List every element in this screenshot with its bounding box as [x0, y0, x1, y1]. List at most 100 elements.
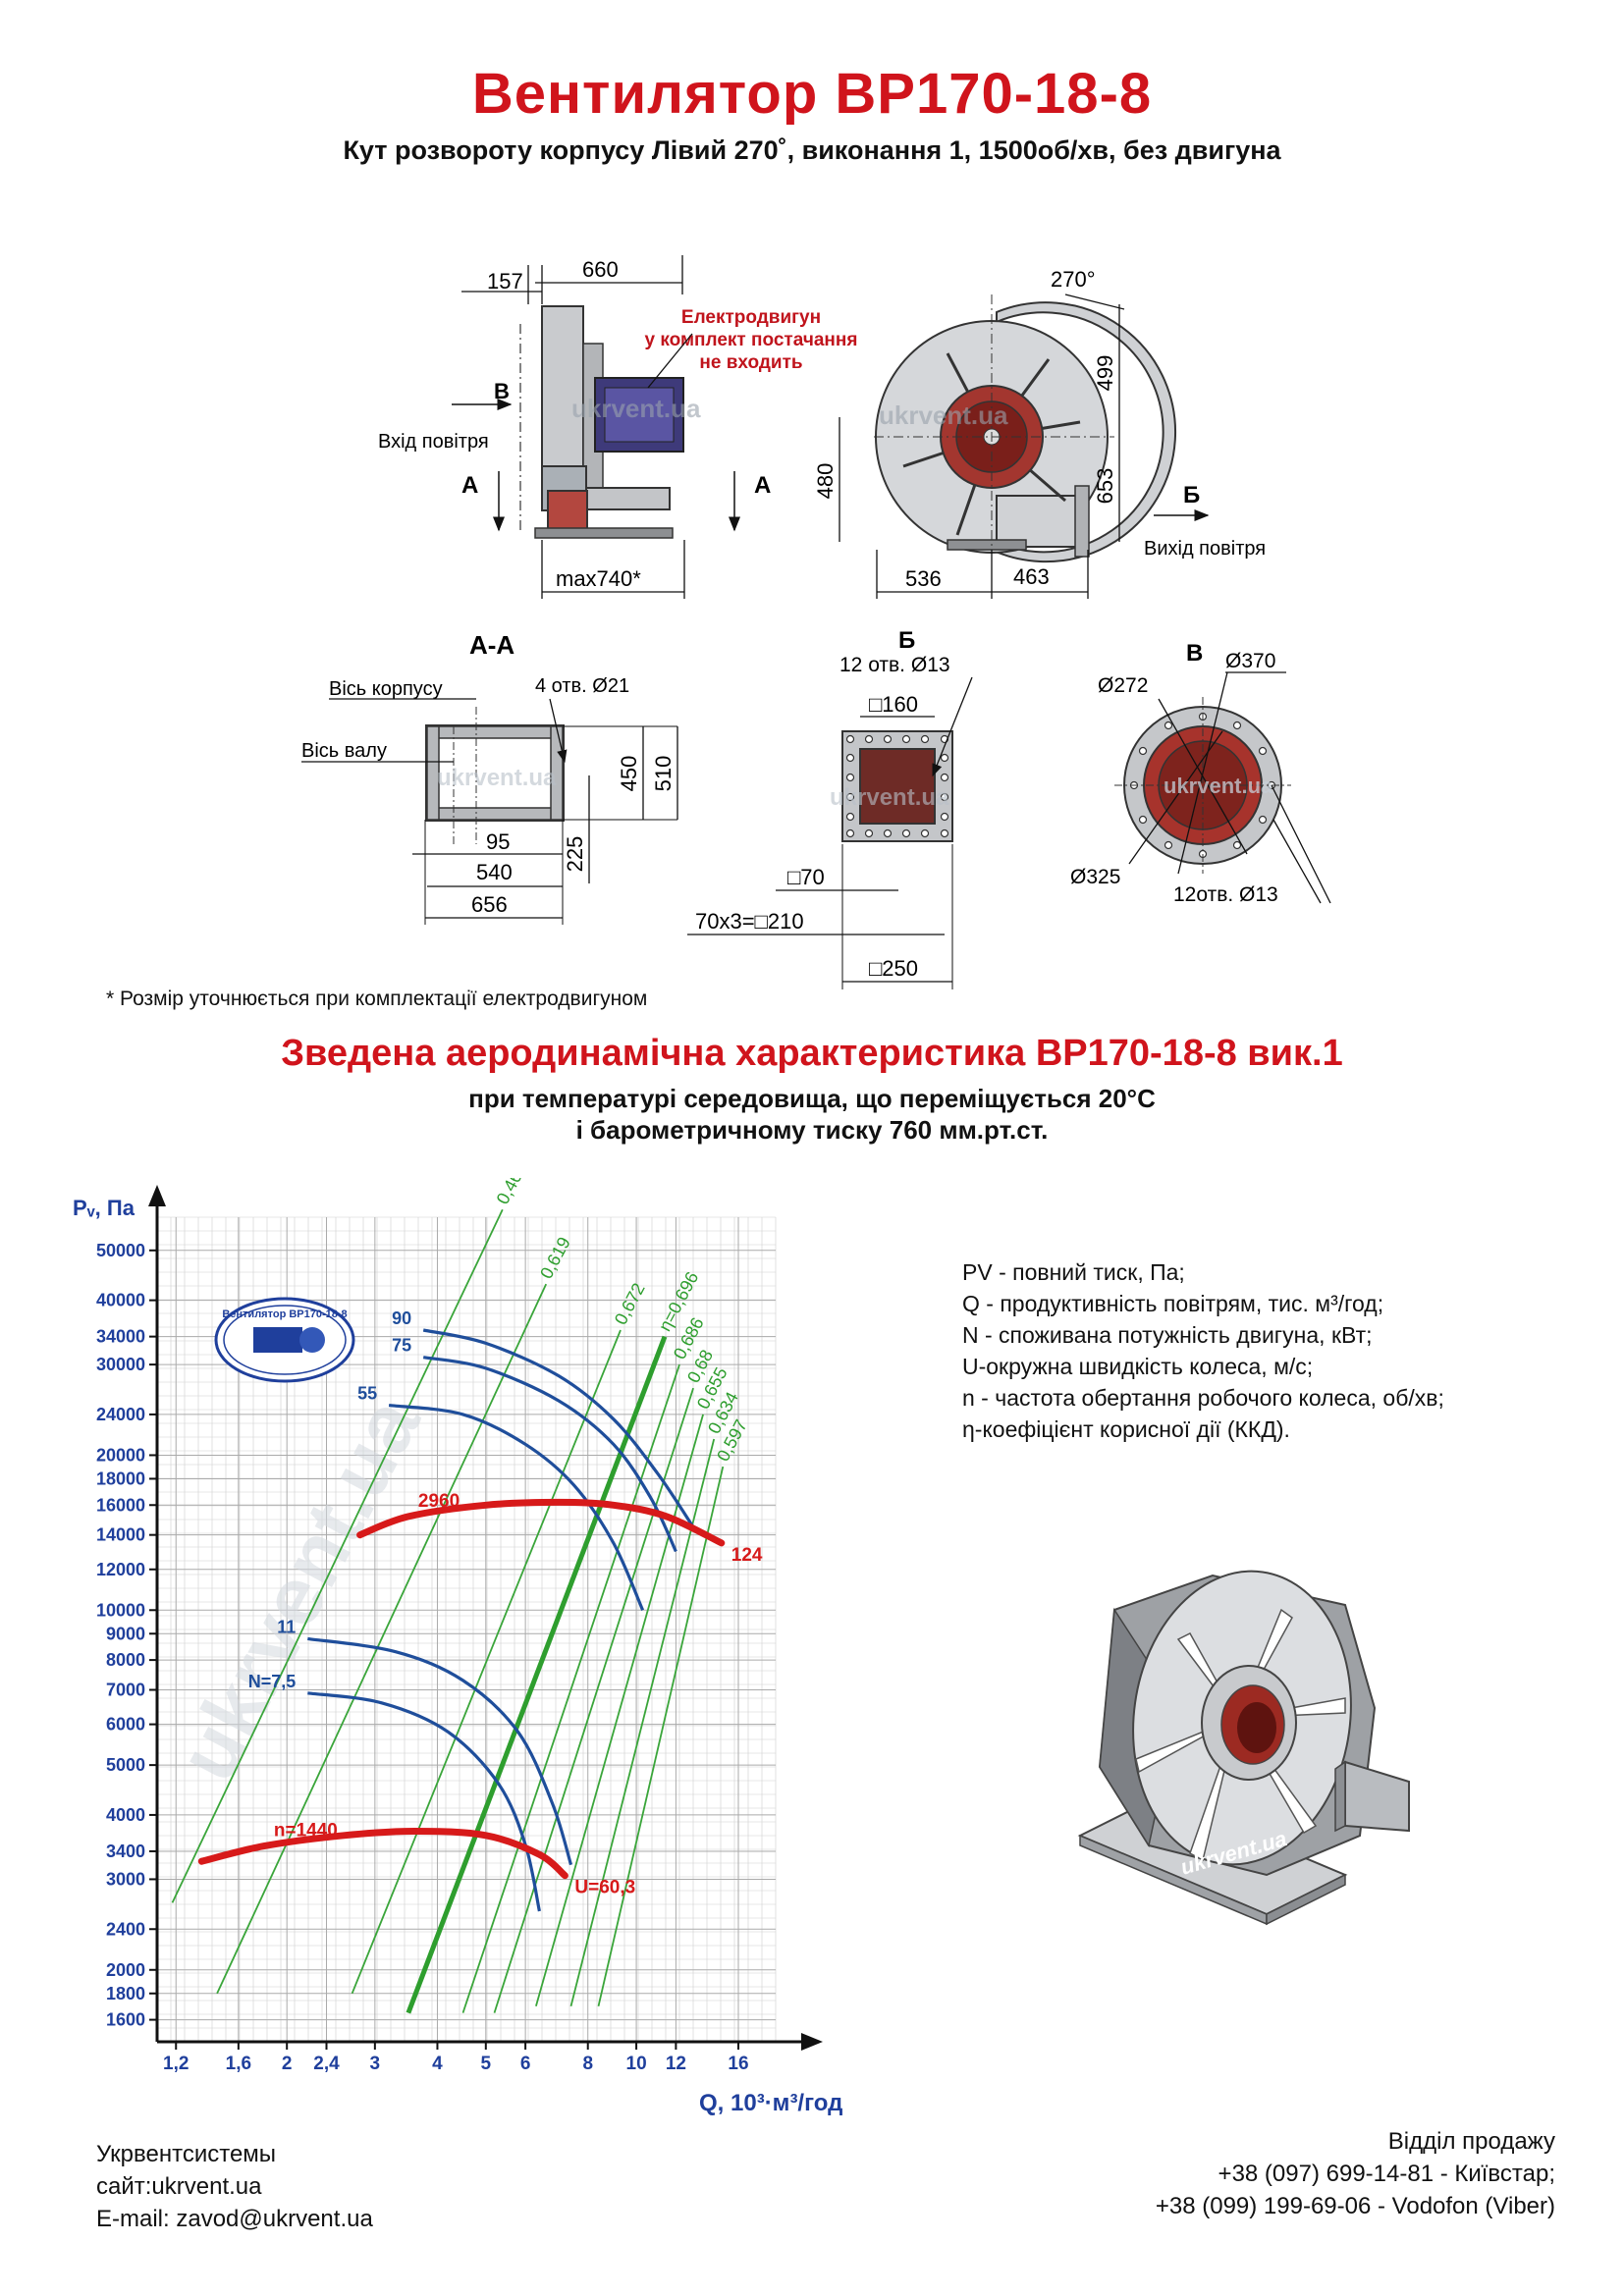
dim-70: □70 — [787, 865, 825, 889]
page-subtitle: Кут розвороту корпусу Лівий 270˚, викона… — [343, 135, 1281, 165]
dim-157: 157 — [487, 269, 523, 294]
x-tick-label: 6 — [520, 2054, 531, 2074]
x-tick-label: 1,2 — [163, 2054, 189, 2074]
speed-end-label: 124 — [731, 1545, 763, 1566]
d370: Ø370 — [1225, 650, 1275, 672]
legend-item: n - частота обертання робочого колеса, о… — [962, 1385, 1444, 1411]
phone-vodafone[interactable]: +38 (099) 199-69-06 - Vodofon (Viber) — [1155, 2193, 1555, 2219]
shaft-axis-label: Вісь валу — [301, 740, 387, 762]
label-a-right: А — [754, 472, 771, 499]
speed-end-label: U=60,3 — [574, 1878, 635, 1898]
chart-logo-text: Вентилятор ВР170-18-8 — [222, 1308, 347, 1320]
fan-illustration: ukrvent.ua — [1077, 1570, 1410, 1926]
speed-curve-label: n=1440 — [274, 1821, 338, 1842]
front-angle: 270° — [1051, 267, 1096, 292]
dim-653: 653 — [1093, 468, 1117, 505]
view-v-title: В — [1186, 640, 1203, 667]
y-tick-label: 50000 — [96, 1241, 145, 1260]
x-tick-label: 5 — [481, 2054, 492, 2074]
dim-450: 450 — [617, 756, 641, 792]
aero-title: Зведена аеродинамічна характеристика ВР1… — [281, 1033, 1343, 1074]
efficiency-line — [351, 1329, 622, 1995]
legend-item: Q - продуктивність повітрям, тис. м³/год… — [962, 1291, 1384, 1316]
aero-subtitle-2: і барометричному тиску 760 мм.рт.ст. — [575, 1115, 1049, 1145]
y-tick-label: 5000 — [106, 1755, 145, 1775]
technical-drawings: 157 660 В Вхід повітря А А max740* Елект… — [301, 255, 1331, 989]
efficiency-line — [461, 1363, 680, 2013]
y-tick-label: 3000 — [106, 1869, 145, 1889]
dim-160: □160 — [869, 692, 918, 717]
section-aa-title: А-А — [469, 630, 514, 660]
y-tick-label: 6000 — [106, 1715, 145, 1735]
speed-curve — [356, 1498, 726, 1547]
side-view: 157 660 В Вхід повітря А А max740* Елект… — [378, 255, 857, 599]
motor-note-3: не входить — [699, 352, 802, 373]
watermark: ukrvent.ua — [830, 784, 949, 811]
power-curve-label: 55 — [357, 1384, 377, 1404]
aero-subtitle-1: при температурі середовища, що переміщує… — [468, 1084, 1156, 1113]
footer-sales: Відділ продажу +38 (097) 699-14-81 - Киї… — [1156, 2125, 1555, 2222]
footer-contacts: Укрвентсистемы сайт:ukrvent.ua E-mail: z… — [96, 2138, 373, 2235]
legend-item: η-коефіцієнт корисної дії (ККД). — [962, 1416, 1290, 1442]
email-link[interactable]: E-mail: zavod@ukrvent.ua — [96, 2206, 373, 2232]
x-tick-label: 2 — [282, 2054, 293, 2074]
y-tick-label: 18000 — [96, 1468, 145, 1488]
watermark: ukrvent.ua — [1164, 774, 1273, 798]
dim-max740: max740* — [556, 566, 641, 591]
y-tick-label: 16000 — [96, 1495, 145, 1515]
power-curve — [422, 1356, 677, 1553]
chart-legend: PV - повний тиск, Па; Q - продуктивність… — [962, 1256, 1444, 1445]
y-tick-label: 9000 — [106, 1624, 145, 1643]
x-tick-label: 1,6 — [226, 2054, 251, 2074]
efficiency-line — [171, 1208, 504, 1903]
efficiency-line — [569, 1438, 716, 2007]
holes-aa: 4 отв. Ø21 — [535, 675, 629, 697]
phone-kyivstar[interactable]: +38 (097) 699-14-81 - Київстар; — [1218, 2161, 1555, 2187]
chart-logo: Вентилятор ВР170-18-8 — [214, 1297, 355, 1383]
x-tick-label: 10 — [626, 2054, 647, 2074]
dim-510: 510 — [651, 756, 676, 792]
footnote: * Розмір уточнюється при комплектації ел… — [106, 988, 648, 1010]
dim-536: 536 — [905, 566, 942, 591]
y-axis-label: Pᵥ, Па — [73, 1196, 135, 1220]
power-curve-label: 11 — [277, 1617, 296, 1636]
label-a-left: А — [461, 472, 478, 499]
efficiency-line — [406, 1335, 668, 2014]
dim-499: 499 — [1093, 355, 1117, 392]
d272: Ø272 — [1098, 674, 1148, 697]
efficiency-label: 0,467 — [493, 1178, 531, 1207]
label-b: Б — [1183, 482, 1200, 508]
site-link[interactable]: сайт:ukrvent.ua — [96, 2173, 262, 2200]
power-curve-label: 75 — [392, 1336, 411, 1356]
air-outlet-label: Вихід повітря — [1144, 538, 1266, 560]
y-tick-label: 12000 — [96, 1560, 145, 1579]
efficiency-label: 0,672 — [611, 1280, 649, 1328]
section-aa: А-А Вісь корпусу Вісь валу 4 отв. Ø21 45… — [301, 630, 678, 925]
dim-70x3: 70х3=□210 — [695, 909, 804, 934]
y-tick-label: 20000 — [96, 1445, 145, 1465]
y-tick-label: 1600 — [106, 2010, 145, 2030]
y-axis-arrow — [148, 1185, 166, 1206]
company-name: Укрвентсистемы — [96, 2141, 277, 2167]
holes-v: 12отв. Ø13 — [1173, 883, 1278, 906]
y-tick-label: 4000 — [106, 1805, 145, 1825]
motor-note-2: у комплект постачання — [645, 330, 858, 350]
sales-title: Відділ продажу — [1387, 2128, 1555, 2155]
aero-chart: Вентилятор ВР170-18-8 ukrvent.ua 0,4670,… — [73, 1178, 842, 2116]
efficiency-line — [493, 1387, 694, 2013]
watermark: ukrvent.ua — [879, 400, 1008, 430]
power-curve — [307, 1636, 573, 1866]
dim-463: 463 — [1013, 564, 1050, 589]
x-tick-label: 4 — [432, 2054, 443, 2074]
air-inlet-label: Вхід повітря — [378, 431, 489, 453]
efficiency-line — [535, 1414, 704, 2007]
legend-item: PV - повний тиск, Па; — [962, 1259, 1185, 1285]
view-v: В Ø370 Ø272 Ø325 12отв. Ø13 ukrvent.ua — [1070, 640, 1331, 906]
x-axis-label: Q, 10³·м³/год — [699, 2090, 842, 2116]
dim-540: 540 — [476, 860, 513, 884]
y-tick-label: 34000 — [96, 1327, 145, 1347]
power-curve-label: 90 — [392, 1308, 411, 1328]
dim-225: 225 — [563, 836, 587, 873]
dim-656: 656 — [471, 892, 508, 917]
watermark: ukrvent.ua — [571, 394, 701, 423]
